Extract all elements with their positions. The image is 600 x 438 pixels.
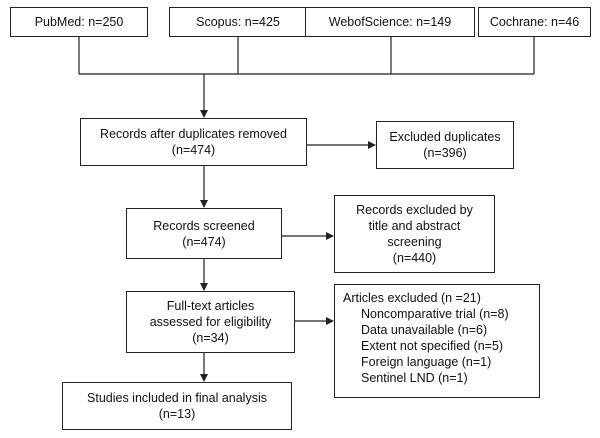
source-box-scopus: Scopus: n=425 xyxy=(169,7,307,37)
excluded-screening-count: (n=440) xyxy=(392,251,437,265)
included-box: Studies included in final analysis (n=13… xyxy=(62,382,292,430)
source-label: WebofScience: n=149 xyxy=(328,15,452,29)
fulltext-line2: assessed for eligibility xyxy=(149,315,272,329)
fulltext-box: Full-text articles assessed for eligibil… xyxy=(126,291,295,353)
excluded-articles-box: Articles excluded (n =21) Noncomparative… xyxy=(334,284,540,398)
fulltext-count: (n=34) xyxy=(192,331,229,345)
included-count: (n=13) xyxy=(158,407,196,421)
excluded-screening-box: Records excluded by title and abstract s… xyxy=(334,195,495,273)
exclusion-reason: Sentinel LND (n=1) xyxy=(361,371,468,385)
source-box-pubmed: PubMed: n=250 xyxy=(10,7,148,37)
excluded-articles-title: Articles excluded (n =21) xyxy=(343,291,481,305)
exclusion-reason: Extent not specified (n=5) xyxy=(361,339,504,353)
exclusion-reason: Noncomparative trial (n=8) xyxy=(361,307,509,321)
dedup-box: Records after duplicates removed (n=474) xyxy=(80,118,307,166)
source-label: Cochrane: n=46 xyxy=(489,15,580,29)
screened-box: Records screened (n=474) xyxy=(126,208,282,259)
dedup-count: (n=474) xyxy=(171,143,216,157)
exclusion-reason: Data unavailable (n=6) xyxy=(361,323,488,337)
exclusion-reason: Foreign language (n=1) xyxy=(361,355,492,369)
source-label: PubMed: n=250 xyxy=(34,15,124,29)
excluded-screening-line2: title and abstract xyxy=(368,219,461,233)
excluded-duplicates-title: Excluded duplicates xyxy=(389,130,501,144)
included-title: Studies included in final analysis xyxy=(87,391,267,405)
screened-count: (n=474) xyxy=(182,234,226,249)
source-box-webofscience: WebofScience: n=149 xyxy=(305,7,475,37)
excluded-duplicates-box: Excluded duplicates (n=396) xyxy=(376,121,514,169)
excluded-screening-line1: Records excluded by xyxy=(356,203,473,217)
source-box-cochrane: Cochrane: n=46 xyxy=(478,7,591,37)
source-label: Scopus: n=425 xyxy=(196,15,280,29)
fulltext-line1: Full-text articles xyxy=(166,299,255,313)
excluded-screening-line3: screening xyxy=(387,235,442,249)
dedup-title: Records after duplicates removed xyxy=(100,127,287,141)
screened-title: Records screened xyxy=(153,218,255,233)
excluded-duplicates-count: (n=396) xyxy=(423,146,467,160)
